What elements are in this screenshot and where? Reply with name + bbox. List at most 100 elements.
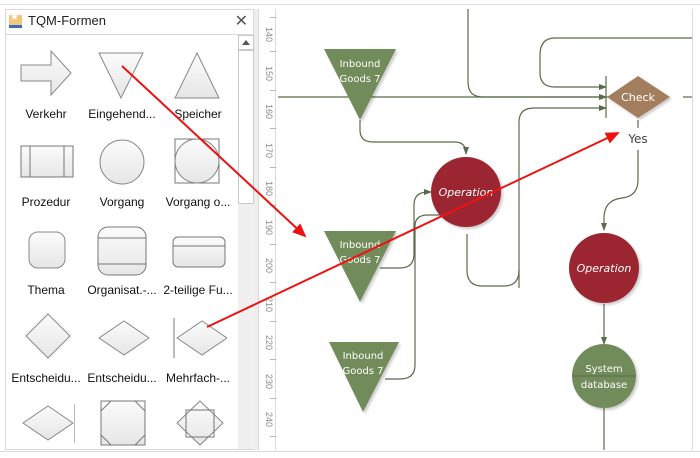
- shape-label: 2-teilige Fu...: [163, 283, 233, 297]
- shape-label: Mehrfach-...: [165, 371, 231, 385]
- operation-node-2[interactable]: Operation: [569, 233, 639, 303]
- ruler-tick: [270, 17, 276, 18]
- connector-yes-op2: [601, 150, 639, 231]
- inbound-goods-node-2[interactable]: Inbound Goods 7: [324, 231, 396, 302]
- ruler-label: 230: [264, 373, 274, 389]
- ruler-tick: [270, 128, 276, 129]
- shape-label: Vorgang: [99, 195, 145, 209]
- inbound-label-line2: Goods 7: [339, 255, 380, 266]
- procedure-rectangle-shape-icon: [20, 145, 74, 178]
- ruler-label: 200: [264, 258, 274, 274]
- diamond-square-shape-icon: [176, 400, 224, 446]
- ruler-label: 140: [264, 27, 274, 43]
- shape-grid: Verkehr Eingehend... Speicher Prozedur: [6, 35, 236, 449]
- shape-speicher[interactable]: Speicher: [160, 35, 234, 123]
- ruler-tick: [270, 282, 276, 283]
- ruler-tick: [270, 320, 276, 322]
- shape-mehrfach[interactable]: Mehrfach-...: [160, 299, 234, 387]
- ruler-tick: [270, 243, 276, 245]
- shape-label: Thema: [27, 283, 65, 297]
- connector-check-in-bottom: [518, 105, 607, 288]
- shape-diamond-bar-right[interactable]: [8, 387, 82, 449]
- inbound-goods-node-3[interactable]: Inbound Goods 7: [329, 342, 399, 412]
- organization-shape-icon: [97, 226, 147, 276]
- decision-flat-diamond-shape-icon: [98, 320, 150, 356]
- shape-label: Eingehend...: [88, 107, 156, 121]
- diagram-svg: Inbound Goods 7 Inbound Goods 7 Inbound …: [278, 9, 692, 450]
- connector-inbound1-op1: [359, 120, 469, 155]
- operation-node-1[interactable]: Operation: [431, 157, 501, 227]
- shape-thema[interactable]: Thema: [8, 211, 82, 299]
- inbound-label-line1: Inbound: [340, 240, 381, 251]
- rounded-square-shape-icon: [28, 231, 66, 269]
- check-label: Check: [621, 91, 655, 104]
- window-top-border: [0, 4, 700, 5]
- shape-label: Vorgang o...: [165, 195, 231, 209]
- shape-label: Prozedur: [21, 195, 71, 209]
- ruler-label: 170: [264, 142, 274, 158]
- connector-inbound2-op1: [380, 189, 432, 269]
- octagon-square-shape-icon: [100, 400, 146, 446]
- inbound-goods-node-1[interactable]: Inbound Goods 7: [324, 49, 396, 120]
- shape-entscheidung-2[interactable]: Entscheidu...: [84, 299, 158, 387]
- shape-entscheidung-1[interactable]: Entscheidu...: [8, 299, 82, 387]
- ruler-tick: [270, 205, 276, 206]
- shape-verkehr[interactable]: Verkehr: [8, 35, 82, 123]
- arrow-right-shape-icon: [20, 49, 72, 97]
- connector-check-in-top: [539, 37, 692, 90]
- shape-organisation[interactable]: Organisat.-...: [84, 211, 158, 299]
- ruler-label: 180: [264, 181, 274, 197]
- shape-library-panel: TQM-Formen ✕ Verkehr Eingehend... Speich…: [5, 9, 254, 450]
- ruler-tick: [270, 397, 276, 399]
- close-icon[interactable]: ✕: [234, 13, 248, 30]
- connector-inbound3-op1: [385, 214, 440, 380]
- check-decision-node[interactable]: Check: [607, 76, 670, 118]
- shape-label: Organisat.-...: [87, 283, 157, 297]
- shape-label: Verkehr: [25, 107, 67, 121]
- shape-octagon-square[interactable]: [84, 387, 158, 449]
- panel-title: TQM-Formen: [28, 13, 106, 28]
- tqm-library-icon: [9, 12, 22, 28]
- connector-op1-down-loop: [466, 234, 520, 287]
- ruler-tick: [270, 166, 276, 168]
- shape-vorgang-o[interactable]: Vorgang o...: [160, 123, 234, 211]
- ruler-label: 160: [264, 104, 274, 120]
- ruler-tick: [270, 51, 276, 52]
- ruler-label: 240: [264, 412, 274, 428]
- window-bottom-border: [0, 451, 700, 452]
- panel-scrollbar[interactable]: [238, 35, 254, 449]
- shape-eingehend[interactable]: Eingehend...: [84, 35, 158, 123]
- ruler-label: 220: [264, 335, 274, 351]
- diagram-canvas[interactable]: Inbound Goods 7 Inbound Goods 7 Inbound …: [277, 9, 693, 450]
- shape-label: Entscheidu...: [11, 371, 81, 385]
- panel-header: TQM-Formen ✕: [6, 10, 253, 35]
- decision-diamond-shape-icon: [25, 313, 71, 359]
- circle-in-square-shape-icon: [174, 138, 220, 184]
- inbound-label-line1: Inbound: [343, 351, 384, 362]
- circle-shape-icon: [99, 139, 145, 185]
- shape-diamond-square[interactable]: [160, 387, 234, 449]
- ruler-label: 210: [264, 296, 274, 312]
- inbound-label-line2: Goods 7: [342, 366, 383, 377]
- database-label-line1: System: [585, 364, 622, 375]
- scrollbar-thumb[interactable]: [238, 50, 254, 204]
- check-yes-label: Yes: [627, 132, 647, 146]
- operation-label: Operation: [577, 262, 632, 275]
- shape-prozedur[interactable]: Prozedur: [8, 123, 82, 211]
- multi-decision-shape-icon: [173, 318, 227, 358]
- shape-label: Entscheidu...: [87, 371, 157, 385]
- database-label-line2: database: [581, 380, 627, 391]
- scroll-up-arrow-icon[interactable]: [238, 35, 254, 50]
- inverted-triangle-shape-icon: [98, 52, 144, 100]
- shape-vorgang[interactable]: Vorgang: [84, 123, 158, 211]
- shape-2-teilige-funktion[interactable]: 2-teilige Fu...: [160, 211, 234, 299]
- ruler-tick: [270, 436, 276, 437]
- two-part-function-shape-icon: [172, 236, 226, 268]
- ruler-tick: [270, 359, 276, 360]
- ruler-tick: [270, 89, 276, 91]
- system-database-node[interactable]: System database: [572, 344, 636, 408]
- inbound-label-line1: Inbound: [340, 59, 381, 70]
- inbound-label-line2: Goods 7: [339, 74, 380, 85]
- ruler-label: 150: [264, 65, 274, 81]
